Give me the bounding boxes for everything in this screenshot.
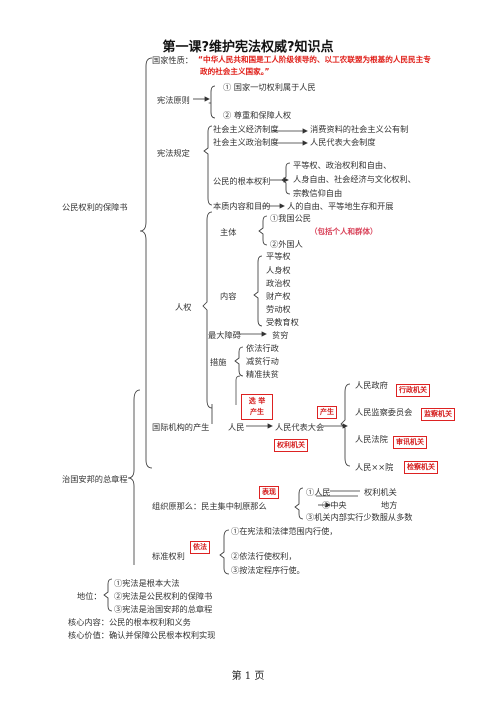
subject-item-1: ①我国公民 — [270, 213, 311, 223]
org-item-3: ③机关内部实行少数服从多数 — [306, 512, 413, 522]
subject-note: （包括个人和群体） — [310, 227, 378, 236]
body-item: 人民××院 — [355, 462, 394, 472]
econ-system-value: 消费资料的社会主义公有制 — [310, 124, 409, 134]
right-item-3: 宗教信仰自由 — [293, 188, 343, 198]
human-rights-label: 人权 — [175, 302, 192, 312]
nature-text-line-2: 政的社会主义国家。” — [200, 67, 270, 76]
subject-item-2: ②外国人 — [270, 239, 303, 249]
core-value: 核心价值：确认并保障公民根本权利实现 — [68, 630, 216, 640]
body-tag: 审讯机关 — [393, 436, 427, 449]
people-label: 人民 — [228, 422, 245, 432]
body-item: 人民监察委员会 — [355, 407, 413, 417]
standard-item-1: ①在宪法和法律范围内行使， — [231, 526, 338, 536]
content-label: 内容 — [220, 291, 237, 301]
right-item-2: 人身自由、社会经济与文化权利、 — [293, 174, 416, 184]
body-tag: 检察机关 — [404, 461, 438, 474]
standard-label: 标准权利 — [152, 551, 185, 561]
embody-tag: 表现 — [259, 486, 279, 499]
content-item: 人身权 — [266, 265, 291, 275]
core-content: 核心内容：公民的根本权利和义务 — [68, 617, 191, 627]
essence-label: 本质内容和目的 — [213, 201, 271, 211]
npc-label: 人民代表大会 — [275, 422, 325, 432]
obstacle-value: 贫穷 — [272, 330, 289, 340]
standard-item-2: ②依法行使权利， — [231, 551, 297, 561]
org-item-1-value: 权利机关 — [364, 487, 397, 497]
standard-item-3: ③按法定程序行使。 — [231, 565, 305, 575]
principle-item-2: ② 尊重和保障人权 — [223, 110, 292, 120]
content-item: 平等权 — [266, 251, 291, 261]
pol-system: 社会主义政治制度 — [213, 137, 279, 147]
biggest-obstacle-label: 最大障碍 — [208, 330, 241, 340]
status-item-3: ③宪法是治国安邦的总章程 — [114, 604, 213, 614]
org-item-2: ②中央 — [322, 500, 347, 510]
content-item: 受教育权 — [266, 317, 299, 327]
election-tag-line-2: 产生 — [250, 408, 264, 416]
power-organ-tag: 权利机关 — [274, 439, 308, 452]
nature-label: 国家性质： — [152, 55, 193, 65]
governance-label: 治国安邦的总章程 — [62, 474, 128, 484]
measure-item: 依法行政 — [246, 343, 279, 353]
status-item-1: ①宪法是根本大法 — [114, 578, 180, 588]
principle-item-1: ① 国家一切权利属于人民 — [223, 82, 316, 92]
subject-label: 主体 — [220, 227, 237, 237]
measure-item: 减贫行动 — [246, 356, 279, 366]
status-item-2: ②宪法是公民权利的保障书 — [114, 591, 213, 601]
provision-label: 宪法规定 — [157, 148, 190, 158]
measure-item: 精准扶贫 — [246, 369, 279, 379]
status-label: 地位： — [77, 591, 102, 601]
principle-label: 宪法原则 — [157, 95, 190, 105]
produce-tag: 产生 — [317, 406, 337, 419]
body-item: 人民政府 — [355, 380, 388, 390]
essence-value: 人的自由、平等地生存和开展 — [287, 201, 394, 211]
body-tag: 行政机关 — [396, 384, 430, 397]
page-title: 第一课?维护宪法权威?知识点 — [162, 40, 334, 55]
page-number: 第 1 页 — [231, 671, 265, 682]
body-item: 人民法院 — [355, 434, 388, 444]
measures-label: 措施 — [210, 357, 227, 367]
election-tag: 选 举产生 — [241, 394, 273, 420]
org-item-1: ①人民 — [306, 487, 331, 497]
content-item: 政治权 — [266, 278, 291, 288]
gov-org-label: 国际机构的产生 — [152, 422, 210, 432]
org-item-2-value: 地方 — [381, 500, 398, 510]
guarantee-label: 公民权利的保障书 — [62, 202, 128, 212]
nature-text-line-1: “中华人民共和国是工人阶级领导的、以工农联盟为根基的人民民主专 — [198, 55, 431, 64]
election-tag-line-1: 选 举 — [248, 397, 266, 405]
right-item-1: 平等权、政治权利和自由、 — [293, 160, 392, 170]
basic-rights: 公民的根本权利 — [213, 176, 271, 186]
law-tag: 依法 — [190, 541, 210, 554]
org-principle: 组织原那么：民主集中制原那么 — [152, 501, 267, 511]
body-tag: 监察机关 — [421, 408, 455, 421]
content-item: 财产权 — [266, 291, 291, 301]
econ-system: 社会主义经济制度 — [213, 124, 279, 134]
content-item: 劳动权 — [266, 304, 291, 314]
pol-system-value: 人民代表大会制度 — [310, 137, 376, 147]
